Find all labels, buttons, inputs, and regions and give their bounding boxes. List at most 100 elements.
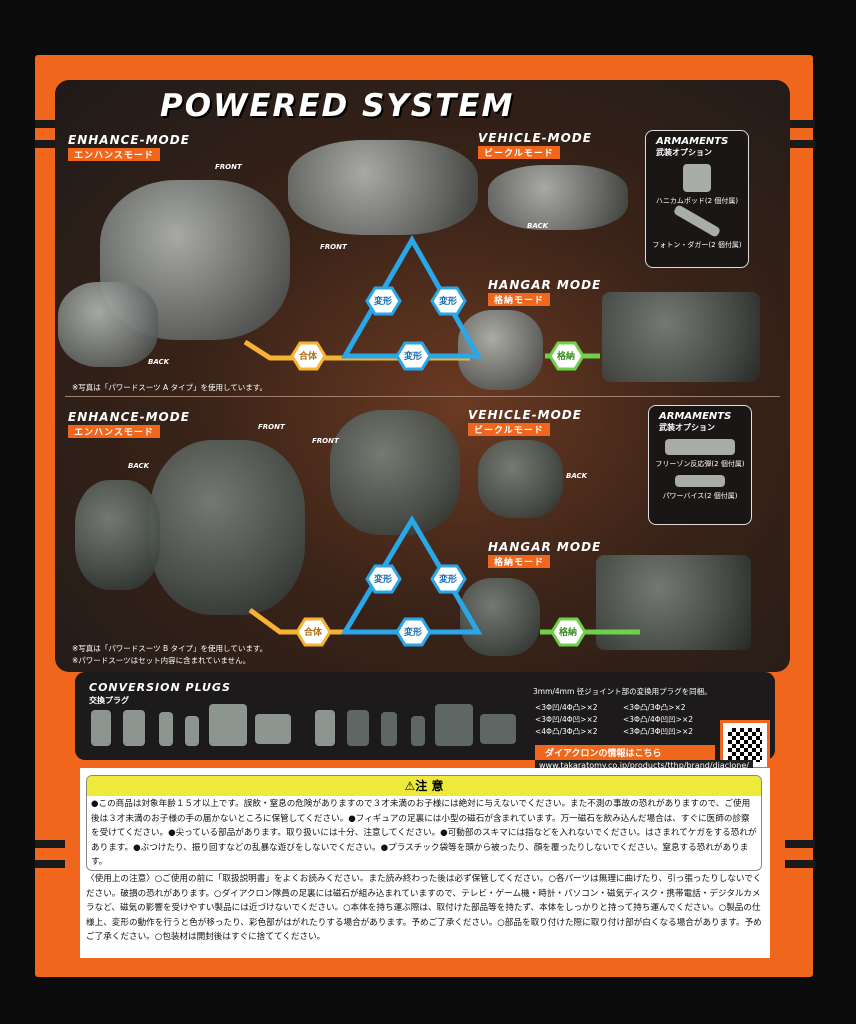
- diagram-top: [243, 234, 600, 371]
- vehicle-figure-b: [478, 440, 563, 518]
- caution-text: ●この商品は対象年齢１５才以上です。誤飲・窒息の危険がありますので３才未満のお子…: [91, 799, 757, 867]
- plugs-list: <3Φ凹/4Φ凸>×2 <3Φ凸/3Φ凸>×2 <3Φ凹/4Φ凹>×2 <3Φ凸…: [535, 702, 713, 737]
- robot-figure-b-top: [330, 410, 460, 535]
- plugs-note: 3mm/4mm 径ジョイント部の変換用プラグを同梱。: [533, 687, 712, 696]
- back-label: BACK: [148, 358, 170, 366]
- power-vise-image: [675, 475, 725, 487]
- photo-note: ※パワードスーツはセット内容に含まれていません。: [72, 656, 251, 665]
- plug-spec: <4Φ凸/3Φ凸>×2: [535, 727, 598, 736]
- plug: [411, 716, 425, 746]
- stripe: [35, 140, 65, 148]
- transform-label: 変形: [374, 573, 392, 585]
- transform-label: 変形: [374, 295, 392, 307]
- page-title: POWERED SYSTEM: [160, 88, 515, 124]
- hexagon-transform: [430, 564, 467, 594]
- hexagon-transform: [395, 617, 432, 647]
- combine-line: [248, 607, 470, 635]
- plug-spec: <3Φ凸/3Φ凹凹>×2: [623, 727, 694, 736]
- diagram-bottom: [248, 515, 640, 647]
- plug: [480, 714, 516, 744]
- back-label: BACK: [566, 472, 588, 480]
- plug: [159, 712, 173, 746]
- vehicle-figure-a: [488, 165, 628, 230]
- plug-spec: <3Φ凹/4Φ凹>×2: [535, 715, 598, 724]
- hexagon-store: [550, 617, 587, 647]
- back-label: BACK: [527, 222, 549, 230]
- freezon-missile-image: [665, 439, 735, 455]
- store-label: 格納: [557, 350, 575, 362]
- section-divider: [65, 396, 780, 397]
- caution-heading: ⚠注 意: [87, 776, 761, 796]
- stripe: [785, 140, 815, 148]
- honeycomb-pod-image: [683, 164, 711, 192]
- plug-spec: <3Φ凹/4Φ凸>×2: [535, 703, 598, 712]
- transform-label: 変形: [404, 626, 422, 638]
- armaments-jp: 武装オプション: [656, 148, 712, 157]
- plug: [91, 710, 111, 746]
- plug: [435, 704, 473, 746]
- hexagon-transform: [365, 286, 402, 316]
- caution-box: ⚠注 意 ●この商品は対象年齢１５才以上です。誤飲・窒息の危険がありますので３才…: [86, 775, 762, 871]
- back-label: BACK: [128, 462, 150, 470]
- info-banner: ダイアクロンの情報はこちら: [535, 745, 715, 760]
- hexagon-transform: [365, 564, 402, 594]
- plug-spec: <3Φ凸/4Φ凹凹>×2: [623, 715, 694, 724]
- plug: [347, 710, 369, 746]
- warning-section: [80, 768, 770, 958]
- plug: [209, 704, 247, 746]
- plug: [123, 710, 145, 746]
- hexagon-transform: [395, 341, 432, 371]
- armaments-title: ARMAMENTS: [659, 411, 732, 422]
- store-label: 格納: [559, 626, 577, 638]
- stripe: [35, 860, 65, 868]
- transform-label: 変形: [439, 573, 457, 585]
- stripe: [785, 120, 815, 128]
- photo-note: ※写真は「パワードスーツ B タイプ」を使用しています。: [72, 644, 268, 653]
- armament-item: フリーゾン反応弾(2 個付属): [655, 460, 745, 468]
- hexagon-transform: [430, 286, 467, 316]
- stripe: [785, 860, 815, 868]
- plug: [381, 712, 397, 746]
- hangar-figure-b: [460, 578, 540, 656]
- stripe: [785, 840, 815, 848]
- stripe: [35, 840, 65, 848]
- robot-figure-a-back: [58, 282, 158, 367]
- usage-notes: 〈使用上の注意〉○ご使用の前に「取扱説明書」をよくお読みください。また読み終わっ…: [86, 874, 762, 942]
- plugs-jp: 交換プラグ: [89, 696, 129, 705]
- robot-figure-b-front: [150, 440, 305, 615]
- robot-figure-a-top: [288, 140, 478, 235]
- hangar-unit-a: [602, 292, 760, 382]
- hexagon-combine: [295, 617, 332, 647]
- plug: [315, 710, 335, 746]
- combine-label: 合体: [299, 350, 318, 362]
- front-label: FRONT: [320, 243, 347, 251]
- transform-label: 変形: [439, 295, 457, 307]
- armaments-box-bottom: ARMAMENTS 武装オプション フリーゾン反応弾(2 個付属) パワーバイス…: [648, 405, 752, 525]
- hexagon-combine: [290, 341, 327, 371]
- hexagon-store: [548, 341, 585, 371]
- front-label: FRONT: [215, 163, 242, 171]
- front-label: FRONT: [258, 423, 285, 431]
- armaments-jp: 武装オプション: [659, 423, 715, 432]
- armaments-box-top: ARMAMENTS 武装オプション ハニカムポッド(2 個付属) フォトン・ダガ…: [645, 130, 749, 268]
- combine-label: 合体: [304, 626, 323, 638]
- stripe: [35, 120, 65, 128]
- transform-label: 変形: [404, 350, 422, 362]
- robot-figure-b-back: [75, 480, 160, 590]
- photo-note: ※写真は「パワードスーツ A タイプ」を使用しています。: [72, 383, 268, 392]
- plug: [255, 714, 291, 744]
- plug: [185, 716, 199, 746]
- plugs-title: CONVERSION PLUGS: [89, 681, 231, 694]
- armament-item: フォトン・ダガー(2 個付属): [652, 241, 742, 249]
- plug-spec: <3Φ凸/3Φ凸>×2: [623, 703, 686, 712]
- armament-item: ハニカムポッド(2 個付属): [655, 197, 739, 205]
- armament-item: パワーバイス(2 個付属): [662, 492, 738, 500]
- website-url[interactable]: www.takaratomy.co.jp/products/tthp/brand…: [535, 760, 753, 771]
